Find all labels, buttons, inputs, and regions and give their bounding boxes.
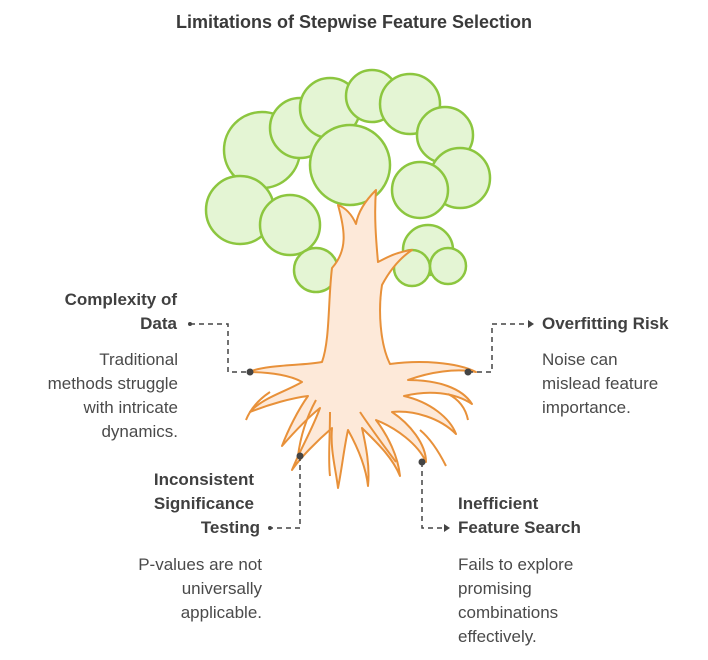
- significance-heading-line: Testing: [200, 518, 260, 537]
- overfitting-description-line: mislead feature: [542, 374, 659, 393]
- significance-description-line: P-values are not: [138, 555, 262, 574]
- connector-arrow-overfitting: [528, 320, 534, 328]
- significance-heading: Inconsistent Significance Testing: [60, 468, 260, 540]
- significance-description: P-values are not universally applicable.: [60, 553, 262, 625]
- connector-overfitting: [468, 323, 528, 373]
- complexity-description-line: methods struggle: [47, 374, 178, 393]
- tree-root-lines: [245, 391, 469, 477]
- connector-dot-complexity: [246, 368, 254, 376]
- search-heading-line: Feature Search: [458, 518, 581, 537]
- search-description-line: promising: [458, 579, 532, 598]
- tree-foliage: [204, 68, 492, 294]
- connector-dot-search: [418, 458, 426, 466]
- page-title: Limitations of Stepwise Feature Selectio…: [175, 12, 533, 32]
- connector-dot-significance: [296, 452, 304, 460]
- significance-description-line: applicable.: [180, 603, 262, 622]
- search-description-line: Fails to explore: [458, 555, 574, 574]
- search-description: Fails to explore promising combinations …: [458, 553, 678, 649]
- connector-dot-overfitting: [464, 368, 472, 376]
- complexity-heading-line: Data: [140, 314, 177, 333]
- complexity-heading-line: Complexity of: [64, 290, 177, 309]
- overfitting-heading: Overfitting Risk: [542, 312, 702, 336]
- connector-complexity: [190, 323, 250, 373]
- connector-end-significance: [268, 526, 272, 530]
- significance-description-line: universally: [181, 579, 262, 598]
- overfitting-description-line: Noise can: [542, 350, 618, 369]
- search-heading-line: Inefficient: [458, 494, 539, 513]
- connector-significance: [270, 456, 301, 529]
- complexity-heading: Complexity of Data: [20, 288, 177, 336]
- significance-heading-line: Inconsistent: [153, 470, 254, 489]
- connector-search: [421, 462, 444, 529]
- complexity-description-line: with intricate: [83, 398, 178, 417]
- complexity-description: Traditional methods struggle with intric…: [10, 348, 178, 444]
- search-description-line: effectively.: [458, 627, 537, 646]
- search-description-line: combinations: [458, 603, 559, 622]
- connector-arrow-search: [444, 524, 450, 532]
- connector-end-complexity: [188, 322, 192, 326]
- overfitting-description-line: importance.: [542, 398, 631, 417]
- search-heading: Inefficient Feature Search: [458, 492, 658, 540]
- complexity-description-line: dynamics.: [101, 422, 178, 441]
- overfitting-heading-line: Overfitting Risk: [542, 314, 669, 333]
- complexity-description-line: Traditional: [99, 350, 178, 369]
- significance-heading-line: Significance: [153, 494, 254, 513]
- overfitting-description: Noise can mislead feature importance.: [542, 348, 702, 420]
